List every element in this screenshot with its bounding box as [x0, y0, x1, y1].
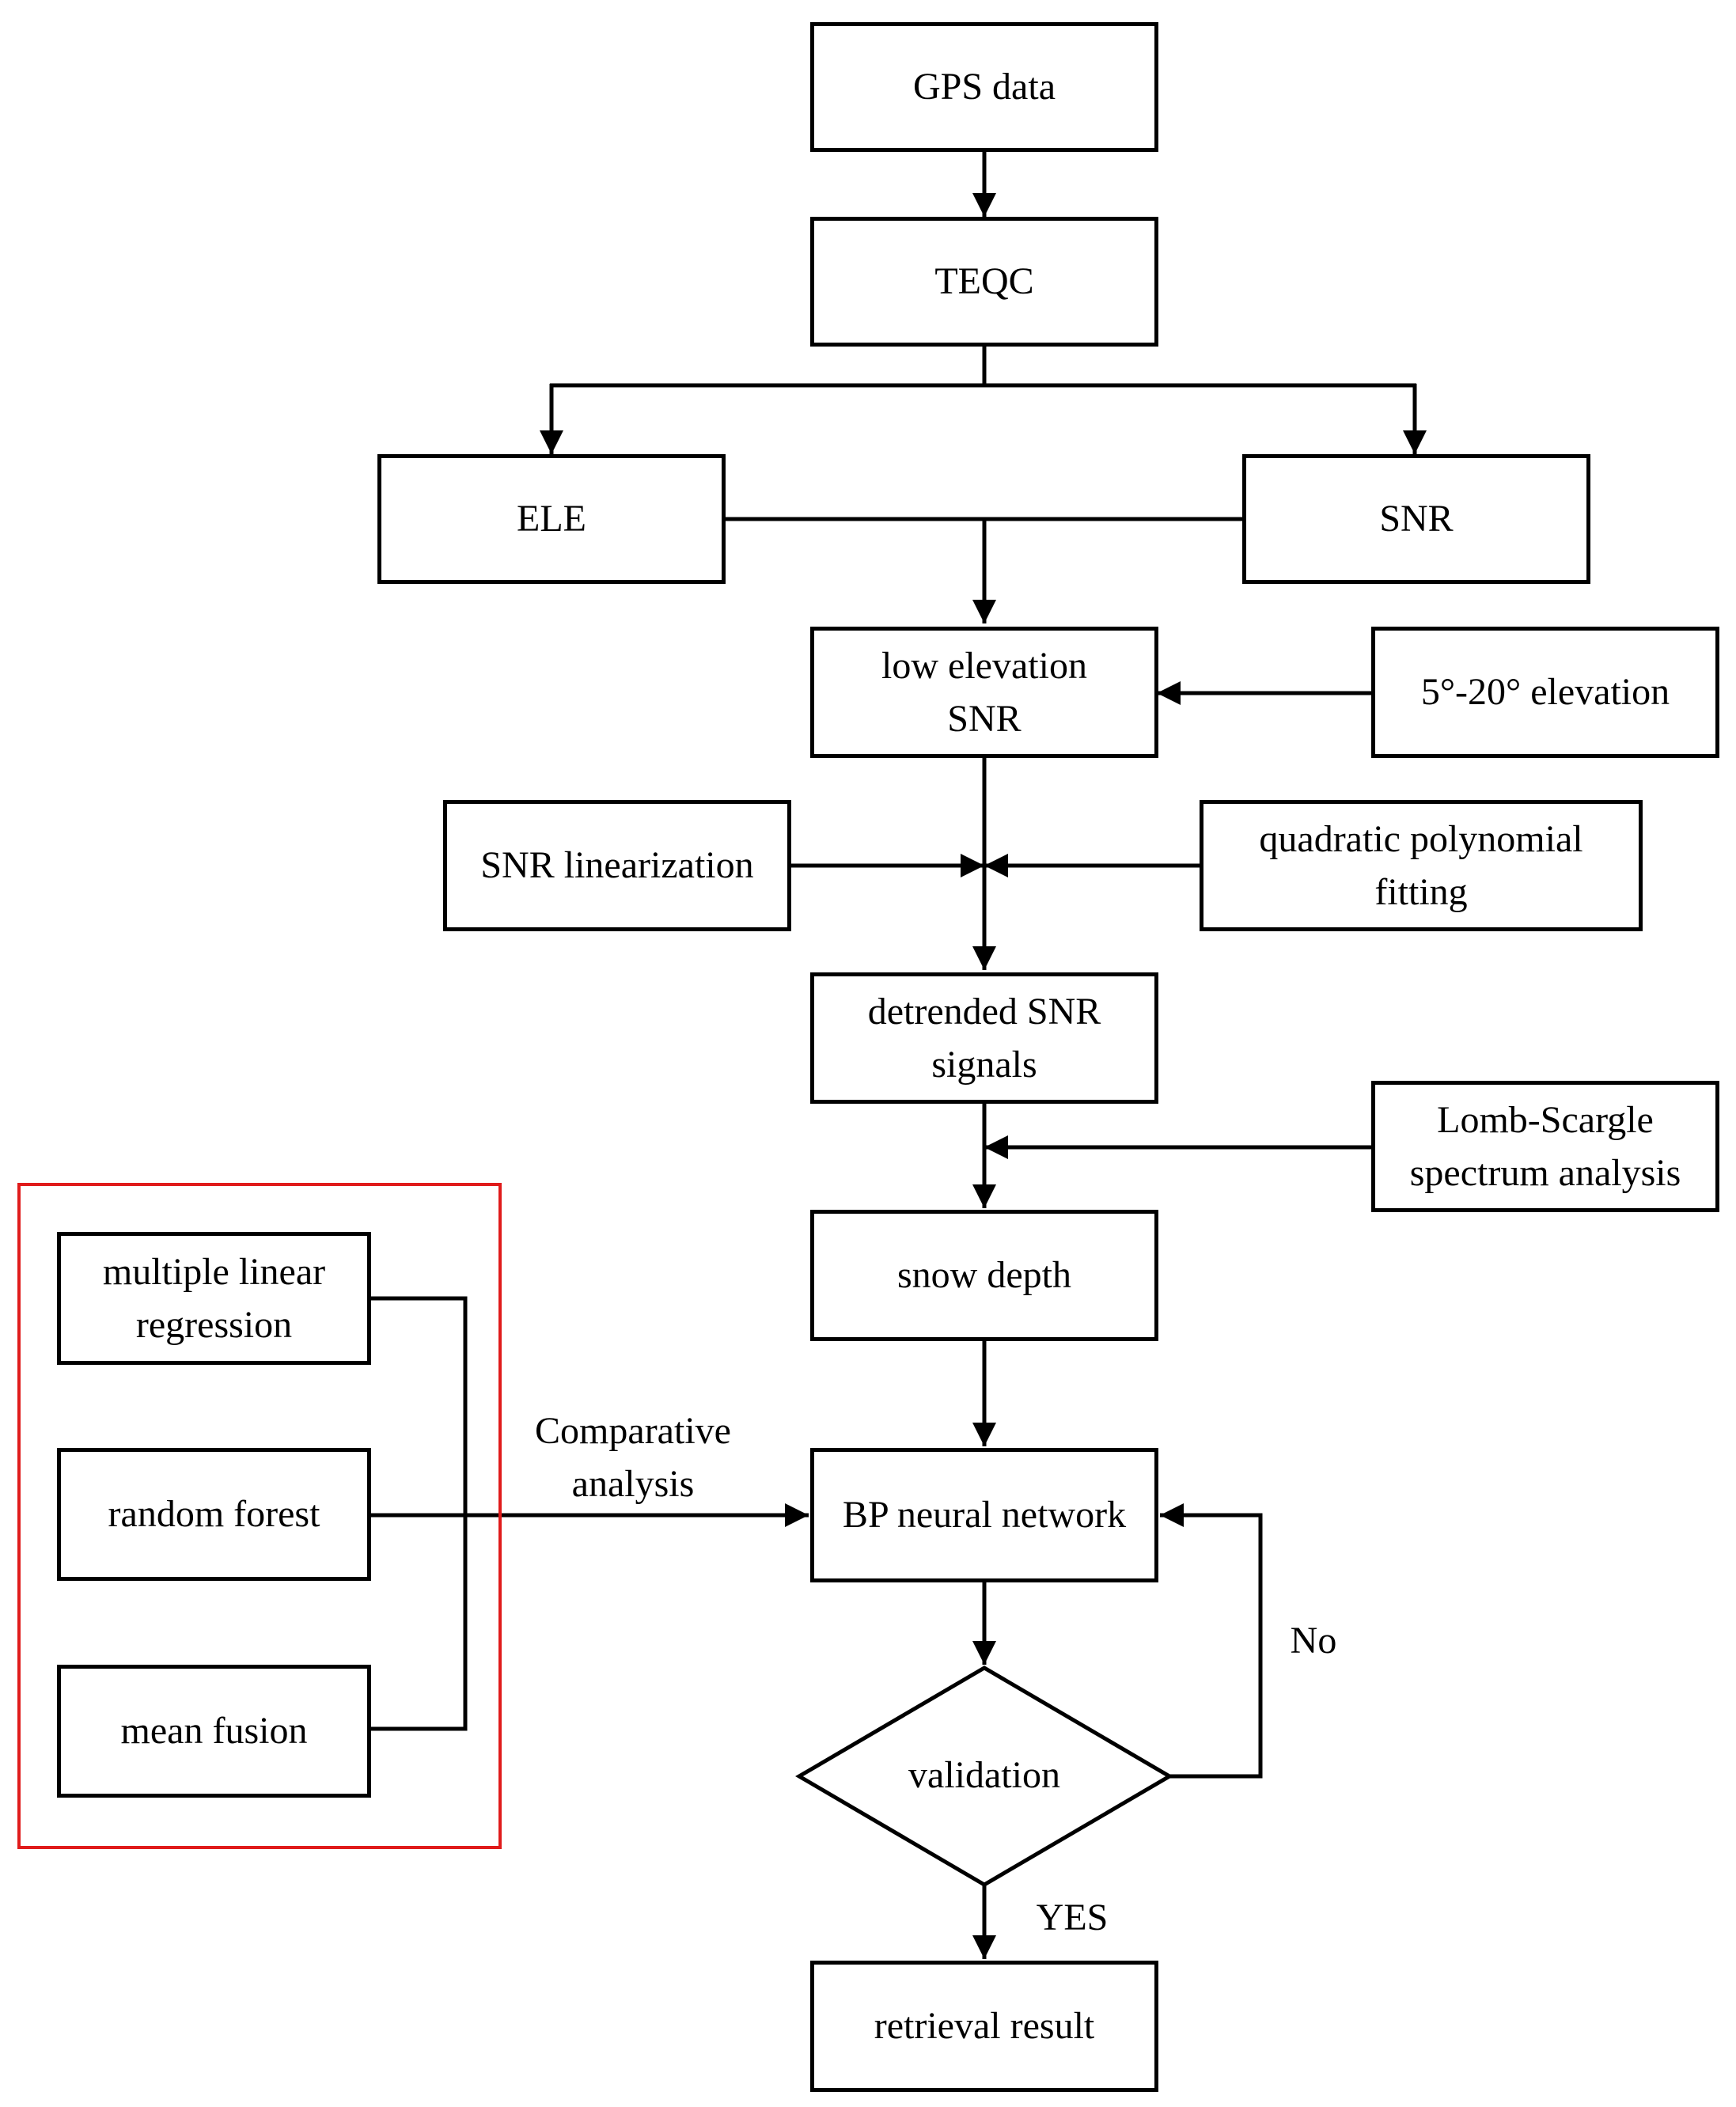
snr-label: SNR	[1379, 498, 1454, 540]
yes-branch-label: YES	[1036, 1897, 1109, 1938]
multiple-linear-regression-box: multiple linear regression	[57, 1232, 371, 1365]
ele-box: ELE	[377, 454, 726, 584]
no-branch-label: No	[1290, 1620, 1337, 1662]
random-forest-label: random forest	[108, 1493, 320, 1536]
low-elevation-snr-label: low elevation SNR	[881, 644, 1087, 740]
elevation-range-box: 5°-20° elevation	[1371, 627, 1719, 758]
detrended-snr-box: detrended SNR signals	[810, 972, 1158, 1104]
snr-linearization-box: SNR linearization	[443, 800, 791, 931]
retrieval-result-box: retrieval result	[810, 1961, 1158, 2092]
teqc-box: TEQC	[810, 217, 1158, 347]
gps-data-box: GPS data	[810, 22, 1158, 152]
elevation-range-label: 5°-20° elevation	[1420, 671, 1670, 714]
snow-depth-box: snow depth	[810, 1210, 1158, 1341]
low-elevation-snr-box: low elevation SNR	[810, 627, 1158, 758]
validation-decision-diamond	[795, 1666, 1173, 1887]
ele-label: ELE	[517, 498, 586, 540]
retrieval-result-label: retrieval result	[874, 2005, 1095, 2048]
comparative-analysis-label: Comparative analysis	[535, 1410, 731, 1506]
lomb-scargle-box: Lomb-Scargle spectrum analysis	[1371, 1081, 1719, 1212]
multiple-linear-regression-label: multiple linear regression	[102, 1250, 326, 1346]
arrow-validation-no-loop	[1160, 1503, 1263, 1779]
mean-fusion-label: mean fusion	[120, 1710, 308, 1753]
validation-label: validation	[908, 1754, 1060, 1796]
lomb-scargle-label: Lomb-Scargle spectrum analysis	[1409, 1098, 1681, 1194]
random-forest-box: random forest	[57, 1448, 371, 1581]
comparison-methods-frame	[17, 1183, 502, 1849]
mean-fusion-box: mean fusion	[57, 1665, 371, 1798]
snr-linearization-label: SNR linearization	[480, 844, 754, 887]
bp-neural-network-box: BP neural network	[810, 1448, 1158, 1582]
teqc-label: TEQC	[934, 260, 1034, 303]
bp-neural-network-label: BP neural network	[842, 1494, 1127, 1537]
quadratic-fitting-box: quadratic polynomial fitting	[1200, 800, 1643, 931]
snr-box: SNR	[1242, 454, 1590, 584]
gps-data-label: GPS data	[913, 66, 1056, 108]
detrended-snr-label: detrended SNR signals	[867, 990, 1101, 1086]
snow-depth-label: snow depth	[897, 1254, 1071, 1297]
quadratic-fitting-label: quadratic polynomial fitting	[1259, 817, 1583, 913]
